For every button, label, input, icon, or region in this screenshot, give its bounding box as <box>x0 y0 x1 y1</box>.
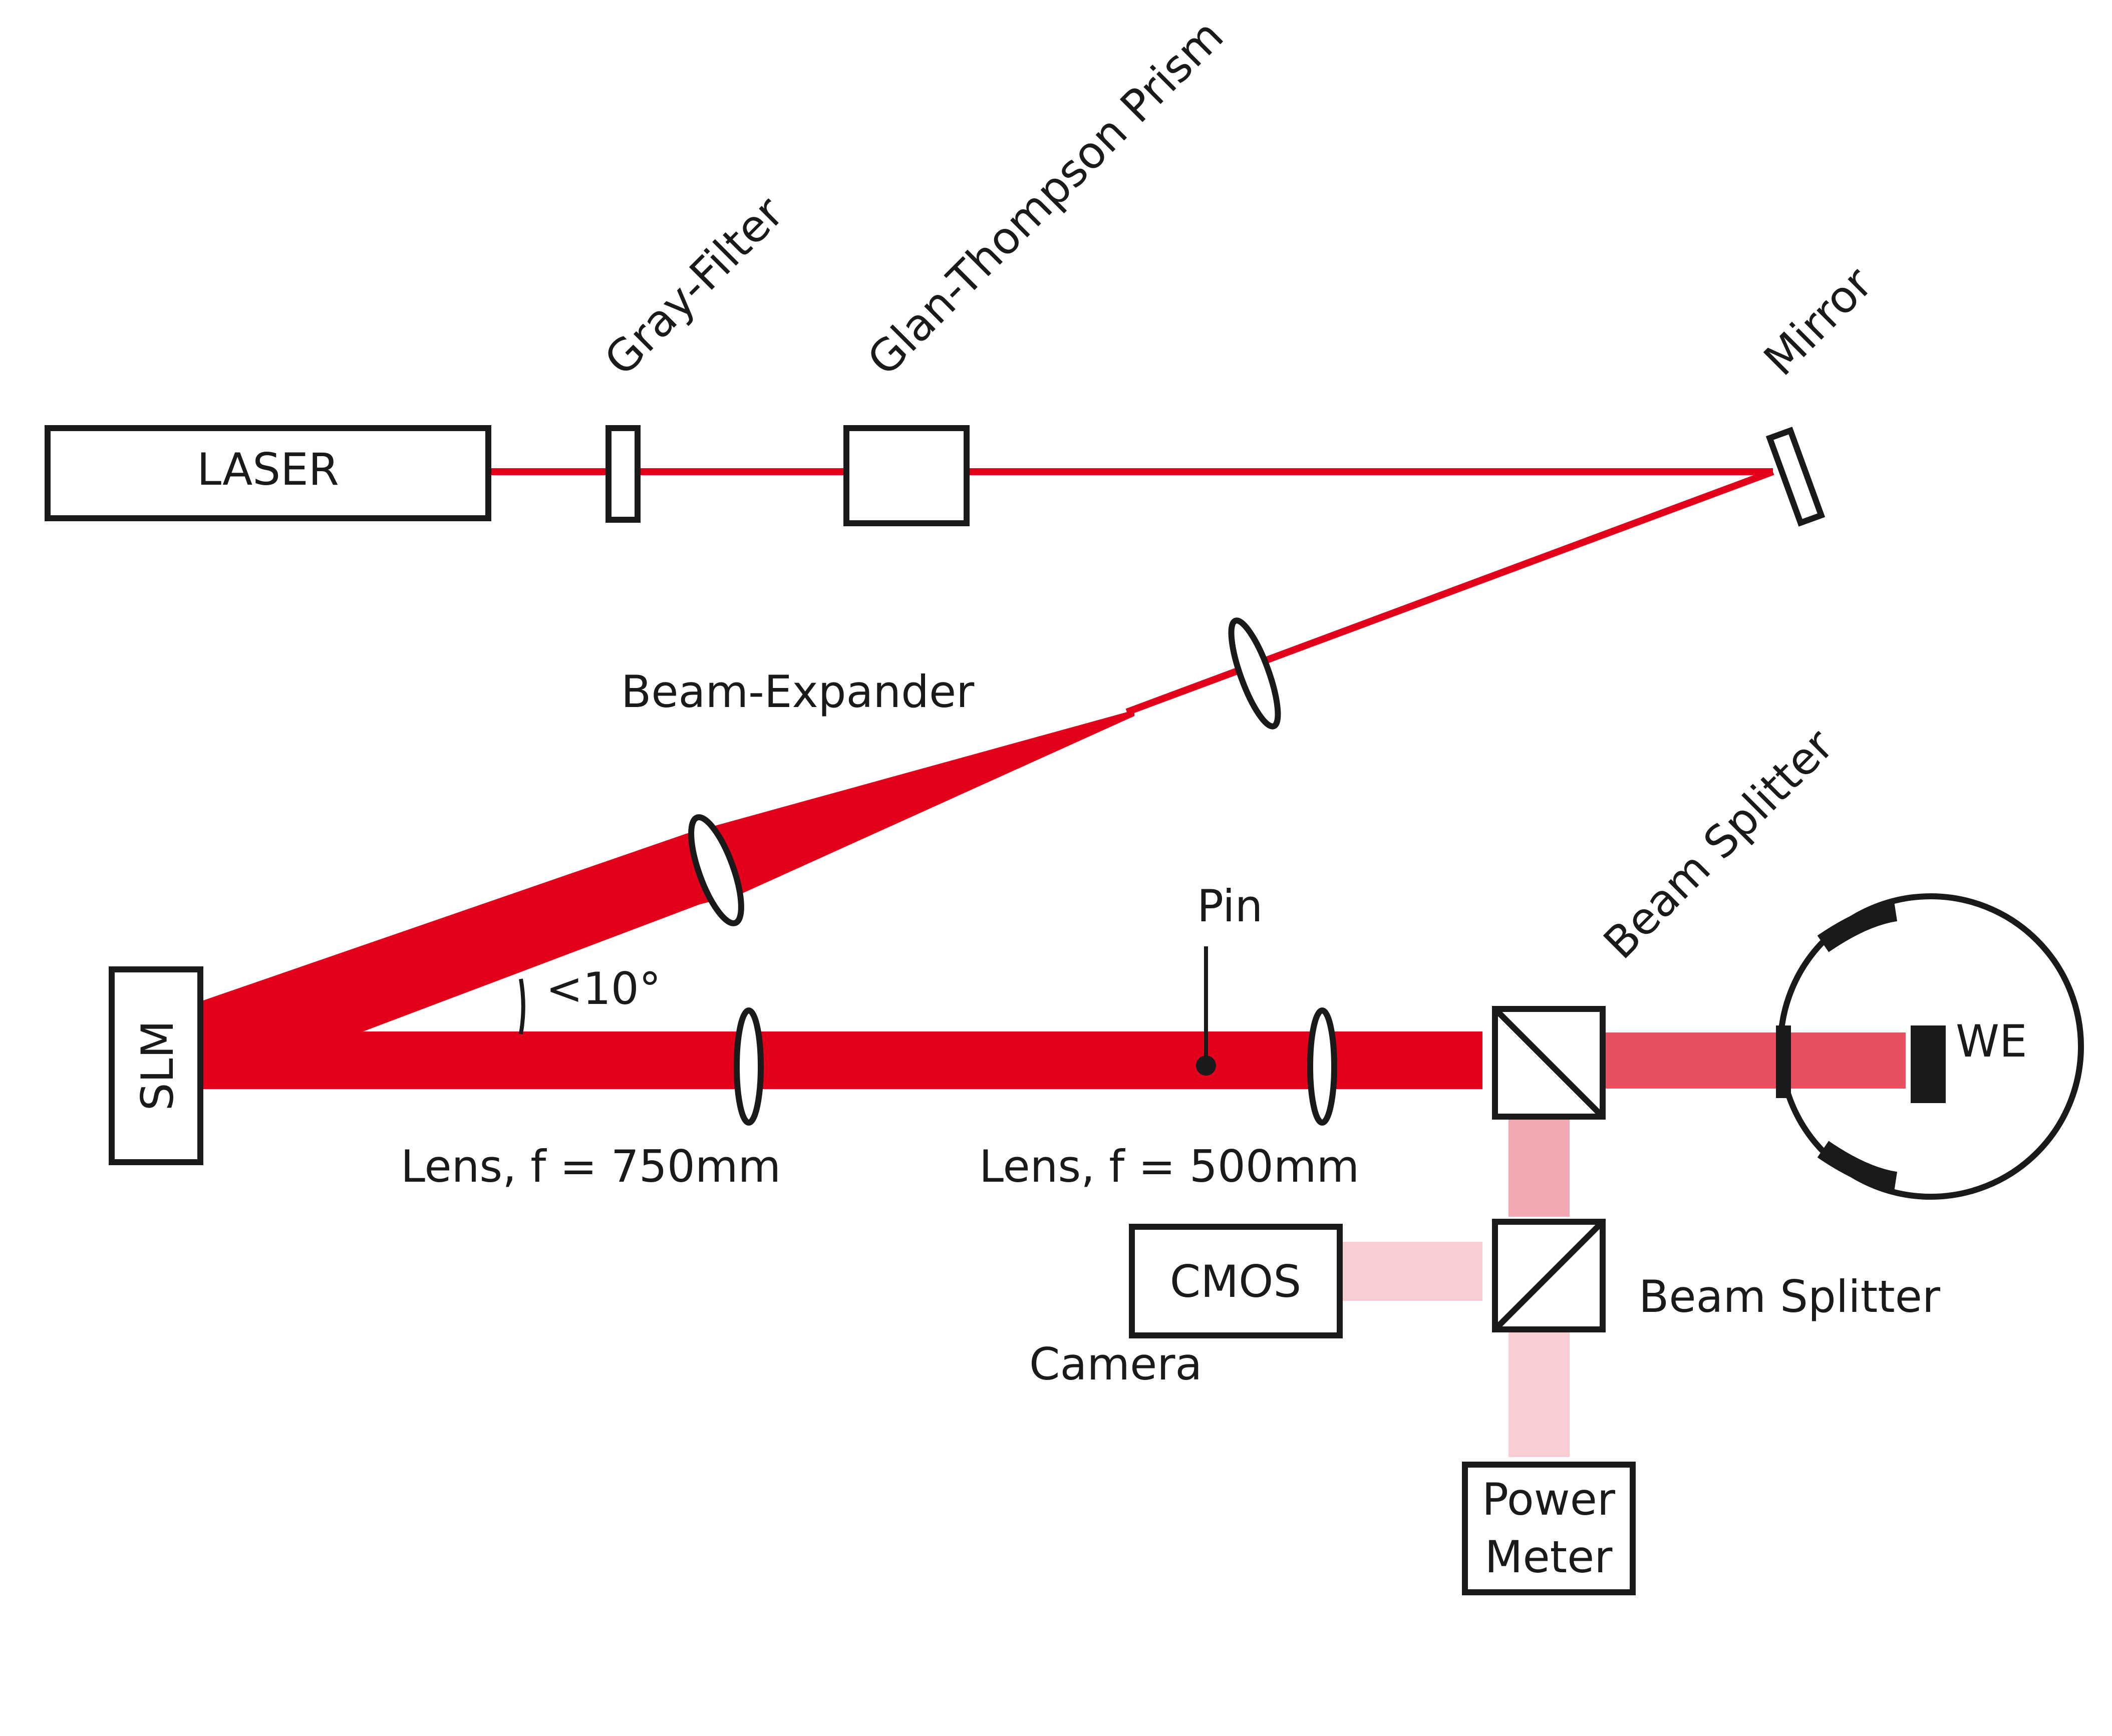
camera-label: Camera <box>1029 1338 1202 1390</box>
beam-expander-label: Beam-Expander <box>621 666 975 718</box>
power-meter-label-line2: Meter <box>1485 1531 1613 1583</box>
lens-500mm-label: Lens, f = 500mm <box>979 1141 1359 1192</box>
pin-label: Pin <box>1197 880 1263 932</box>
beam-splitter-bottom <box>1492 1219 1606 1332</box>
mirror-label: Mirror <box>1754 257 1883 386</box>
glan-thompson-prism-label: Glan-Thompson Prism <box>857 10 1233 386</box>
beam-splitter-down <box>1508 1117 1570 1217</box>
cell-window <box>1776 1025 1791 1098</box>
beam-splitter-to-we <box>1590 1032 1906 1089</box>
beam-to-cmos <box>1332 1242 1482 1301</box>
lens-750mm-label: Lens, f = 750mm <box>401 1141 781 1192</box>
angle-label: <10° <box>546 963 661 1014</box>
laser: LASER <box>45 425 491 521</box>
cmos-label: CMOS <box>1170 1256 1302 1307</box>
gray-filter <box>606 425 641 523</box>
beam-mirror-to-expander <box>1125 468 1774 716</box>
slm-label: SLM <box>132 1020 183 1111</box>
beam-slm-to-splitter <box>200 834 1482 1089</box>
pin-dot <box>1196 1056 1216 1076</box>
beam-splitter-bottom-label: Beam Splitter <box>1639 1271 1941 1322</box>
mirror <box>1765 427 1826 527</box>
glan-thompson-prism <box>843 425 970 526</box>
beam-splitter-top-label: Beam Splitter <box>1594 719 1844 969</box>
beam-expander-lens-small <box>1228 617 1281 730</box>
power-meter <box>1462 1462 1636 1595</box>
beam-to-power-meter <box>1508 1329 1570 1457</box>
cell: WE <box>1776 893 2084 1200</box>
slm <box>109 966 203 1165</box>
cell-clamp-top <box>1817 901 1898 952</box>
cmos <box>1129 1224 1343 1338</box>
gray-filter-label: Gray-Filter <box>594 186 794 386</box>
beams <box>200 468 1906 1457</box>
power-meter-label-line1: Power <box>1482 1474 1616 1525</box>
we-label: WE <box>1956 1015 2027 1067</box>
laser-label: LASER <box>197 444 339 495</box>
angle-arc <box>519 978 525 1034</box>
lens-750mm <box>734 1007 764 1126</box>
beam-splitter-top <box>1492 1006 1606 1120</box>
beam-expander-lens-large <box>688 814 744 926</box>
working-electrode <box>1911 1025 1946 1103</box>
lens-500mm <box>1307 1007 1337 1126</box>
cell-clamp-bottom <box>1817 1141 1898 1192</box>
